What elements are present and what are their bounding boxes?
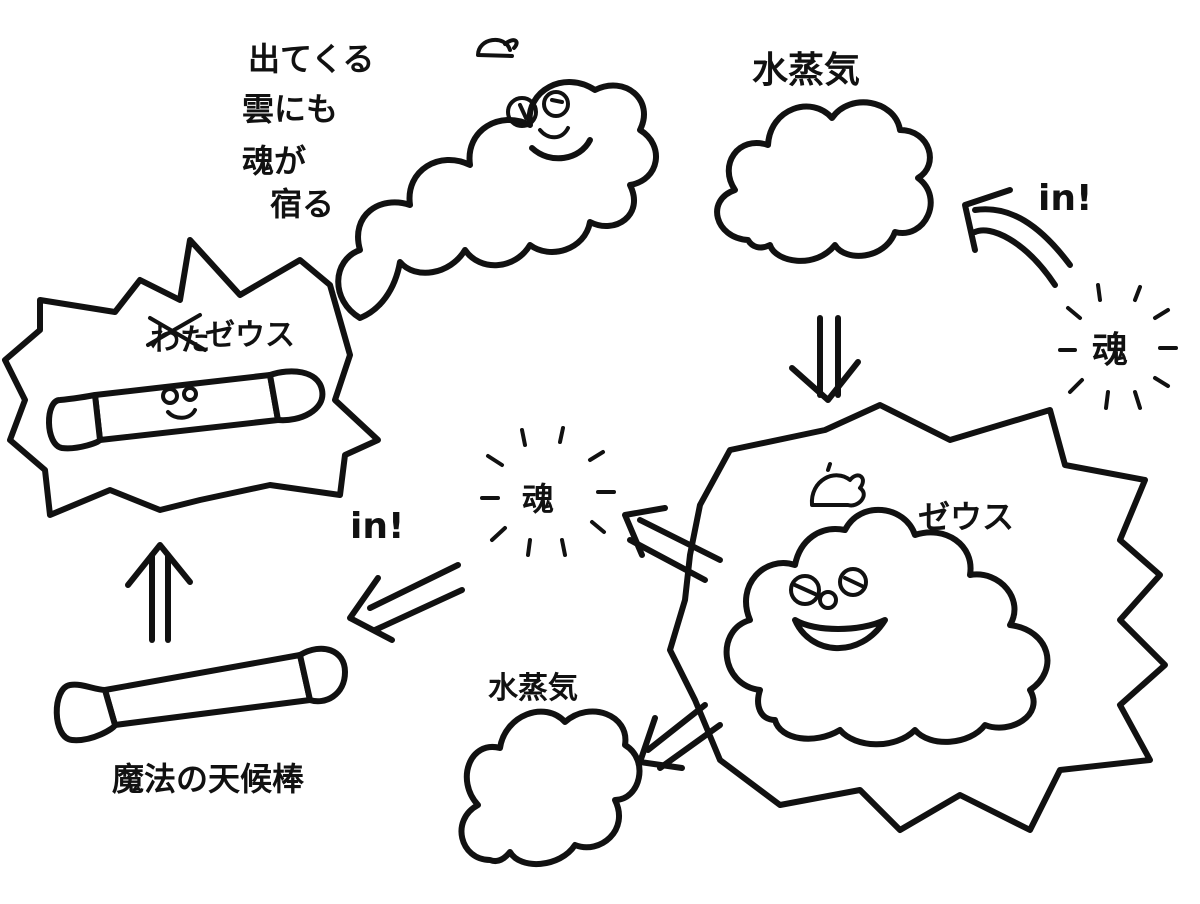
wand-label: 魔法の天候棒 xyxy=(112,760,305,798)
zeus-label-right: ゼウス xyxy=(918,498,1014,536)
zeus-label-left: ゼウス xyxy=(205,318,295,353)
in-arrow-left xyxy=(350,565,462,640)
cloud-character-top xyxy=(338,40,656,318)
soul-burst-right: 魂 xyxy=(1060,285,1176,408)
steam-cloud-top-icon xyxy=(717,102,931,261)
steam-cloud-bottom-icon xyxy=(461,712,639,865)
in-label-right: in! xyxy=(1038,178,1092,219)
down-arrow-right xyxy=(792,318,858,400)
note-line-4: 宿る xyxy=(270,185,334,223)
steam-label-bottom: 水蒸気 xyxy=(488,671,578,706)
cloud-trail-icon xyxy=(338,82,656,318)
soul-label-center: 魂 xyxy=(522,480,554,518)
up-arrow-left xyxy=(128,545,190,640)
in-label-left: in! xyxy=(350,506,404,547)
steam-label-top: 水蒸気 xyxy=(752,50,860,91)
zeus-burst-left-icon xyxy=(5,240,378,515)
wand-icon xyxy=(57,649,345,740)
note-cloud-soul: 出てくる 雲にも 魂が 宿る xyxy=(242,40,374,223)
soul-label-right: 魂 xyxy=(1092,330,1128,371)
soul-burst-center: 魂 xyxy=(482,428,614,555)
note-line-1: 出てくる xyxy=(248,40,374,78)
note-line-3: 魂が xyxy=(242,142,306,180)
cap-icon xyxy=(478,40,517,56)
note-line-2: 雲にも xyxy=(242,90,338,128)
